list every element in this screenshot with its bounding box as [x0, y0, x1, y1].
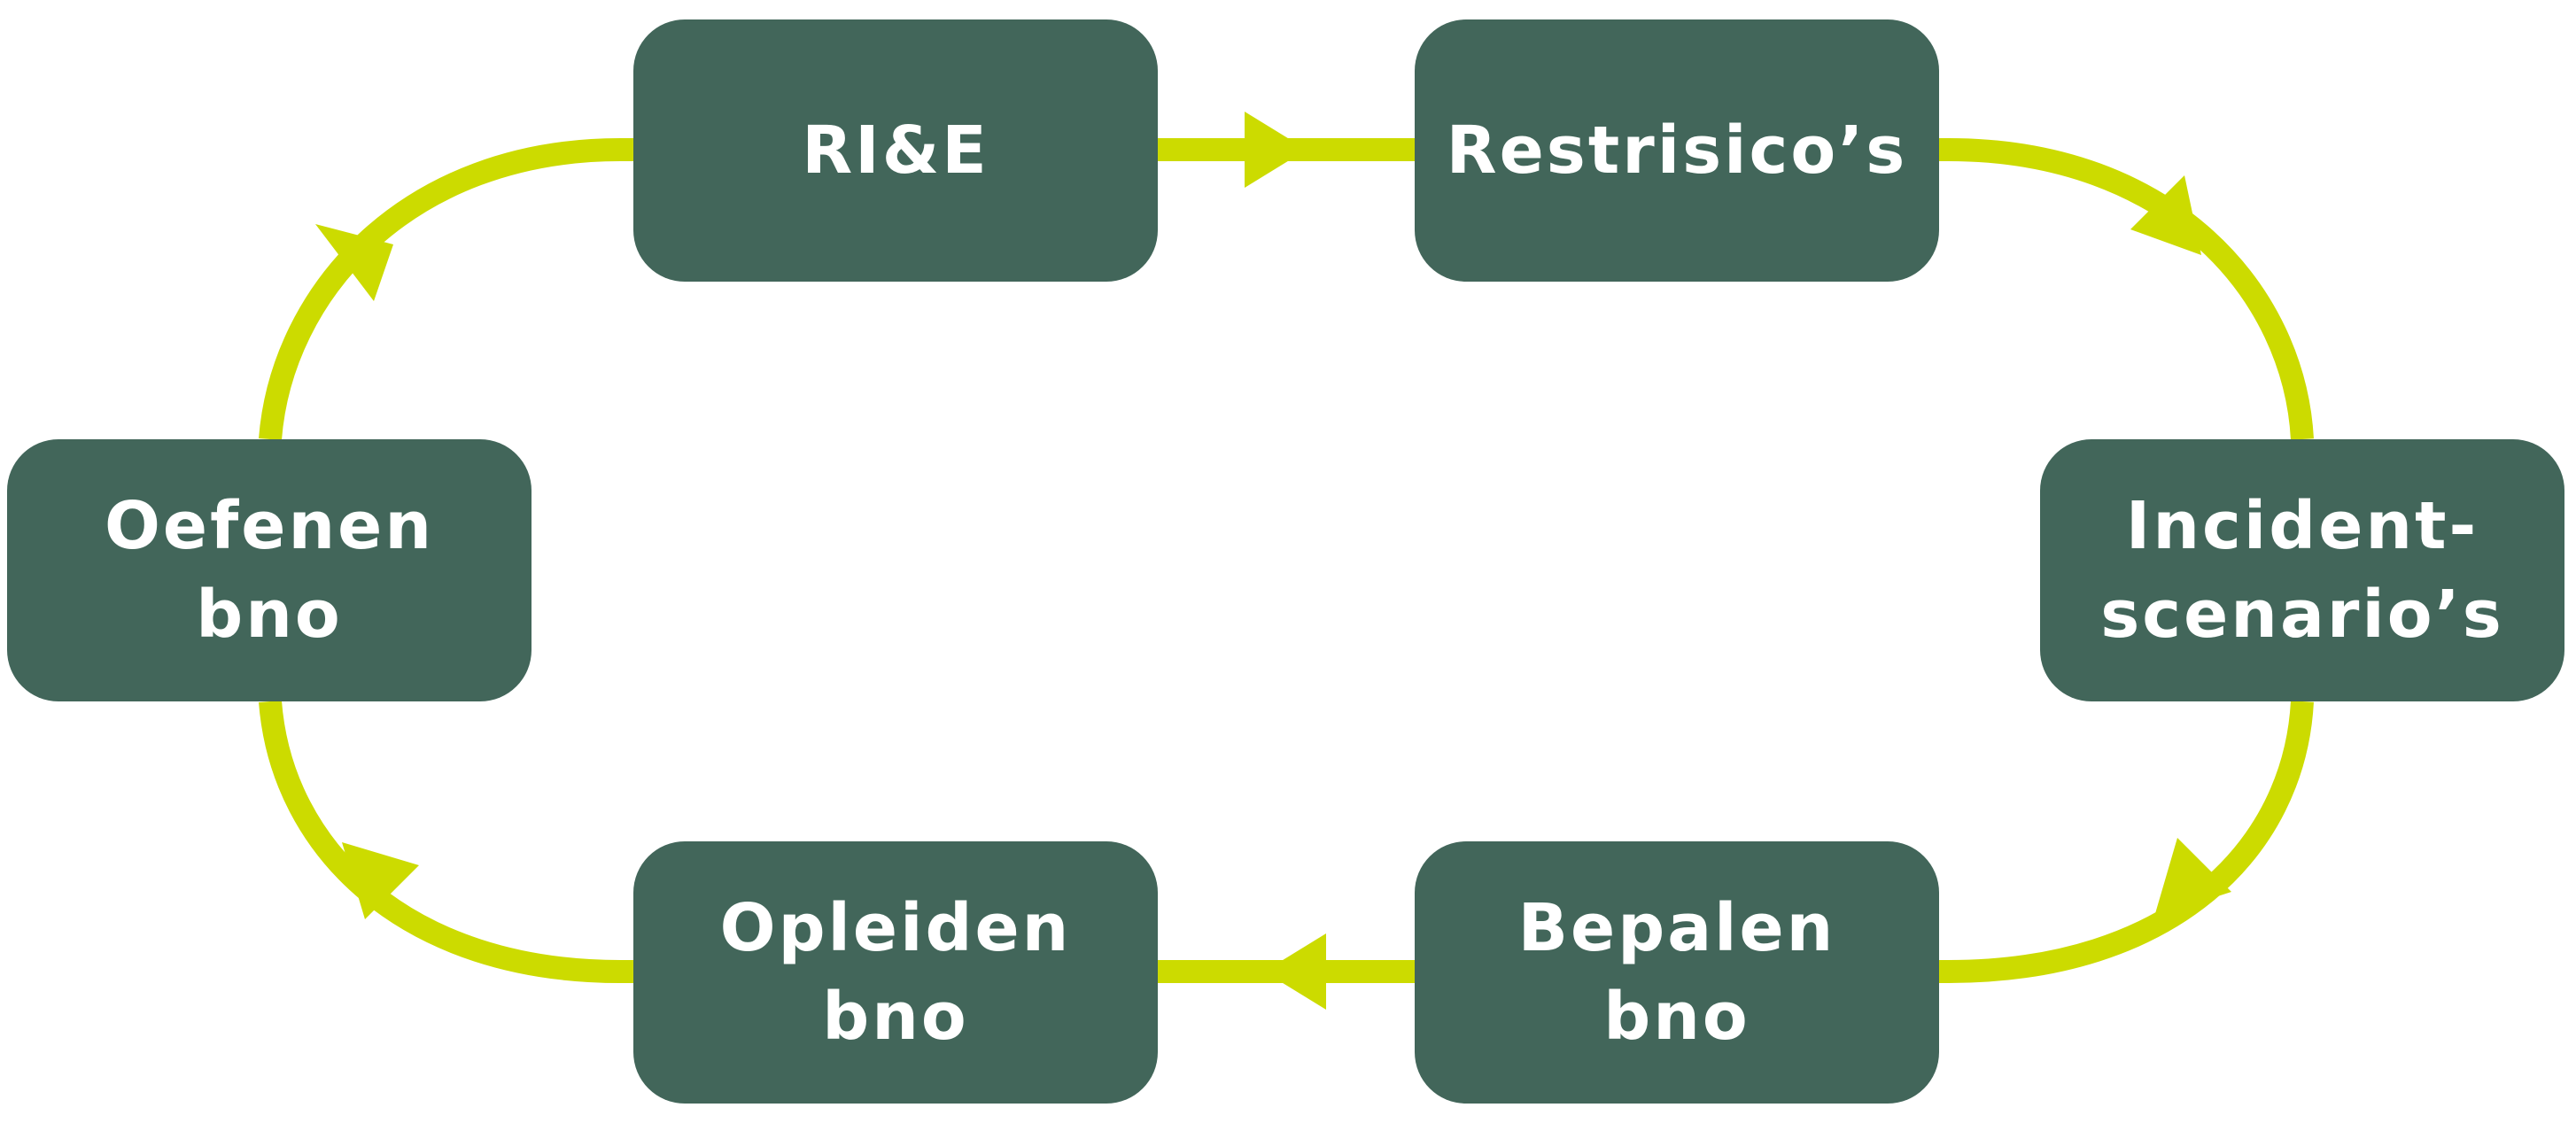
arrowhead-bepalen-to-opleiden	[1264, 933, 1326, 1010]
arrowhead-incident-to-bepalen	[2154, 838, 2231, 917]
connector-incident-to-bepalen	[1939, 701, 2314, 983]
step-incident-scenarios: Incident- scenario’s	[2040, 439, 2564, 701]
step-oefenen-bno-line-1: Oefenen	[104, 488, 435, 564]
arrowhead-oefenen-to-rie	[315, 224, 393, 301]
step-bepalen-bno: Bepalen bno	[1415, 841, 1939, 1104]
step-bepalen-bno-label: Bepalen bno	[1518, 884, 1836, 1061]
step-opleiden-bno-line-1: Opleiden	[719, 890, 1072, 966]
arrowhead-rie-to-restrisico	[1245, 112, 1307, 188]
step-oefenen-bno: Oefenen bno	[7, 439, 531, 701]
cycle-connector-lines	[259, 138, 2314, 983]
step-bepalen-bno-line-2: bno	[1603, 979, 1750, 1055]
arrowhead-restrisico-to-incident	[2130, 175, 2201, 255]
step-rie-label: RI&E	[802, 106, 989, 195]
step-bepalen-bno-line-1: Bepalen	[1517, 890, 1836, 966]
connector-oefenen-to-rie	[259, 138, 633, 441]
step-incident-scenarios-line-2: scenario’s	[2100, 577, 2504, 653]
step-rie: RI&E	[633, 19, 1158, 282]
step-incident-scenarios-line-1: Incident-	[2125, 488, 2479, 564]
step-rie-line-1: RI&E	[802, 112, 989, 189]
step-oefenen-bno-label: Oefenen bno	[105, 482, 434, 659]
arrowhead-opleiden-to-oefenen	[342, 842, 419, 919]
step-oefenen-bno-line-2: bno	[196, 577, 343, 653]
step-restrisicos-line-1: Restrisico’s	[1446, 112, 1908, 189]
step-restrisicos-label: Restrisico’s	[1447, 106, 1908, 195]
step-incident-scenarios-label: Incident- scenario’s	[2100, 482, 2504, 659]
step-opleiden-bno-label: Opleiden bno	[720, 884, 1072, 1061]
cycle-arrowheads	[315, 112, 2231, 1010]
step-opleiden-bno-line-2: bno	[822, 979, 969, 1055]
step-opleiden-bno: Opleiden bno	[633, 841, 1158, 1104]
connector-opleiden-to-oefenen	[259, 700, 633, 983]
step-restrisicos: Restrisico’s	[1415, 19, 1939, 282]
connector-restrisico-to-incident	[1939, 138, 2314, 440]
